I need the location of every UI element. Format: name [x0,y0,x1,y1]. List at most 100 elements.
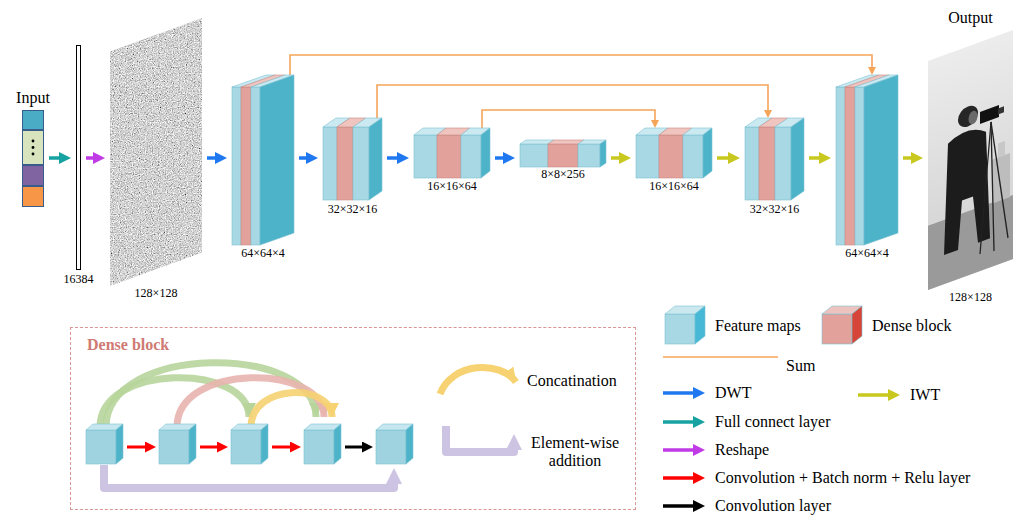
vector-bar-shape [76,45,81,270]
graphic-part [481,128,490,178]
graphic-part [836,87,845,245]
feature-map-block-shape [520,140,606,167]
graphic-part [77,46,81,270]
feature-map-block: 32×32×16 [323,118,382,200]
graphic-part [969,109,978,125]
graphic-part [241,87,251,245]
legend-swatch [440,367,516,394]
graphic-part [759,127,775,200]
legend-text: Full connect layer [715,413,831,431]
feature-map-block-shape [232,75,294,245]
graphic-part [695,306,705,344]
graphic-part [159,430,189,464]
legend-text: Concatination [527,372,617,390]
stage-label: Output [948,9,992,27]
flow-arrow [495,156,508,160]
graphic-part [231,430,261,464]
flow-arrow [611,156,624,160]
graphic-part [998,141,1005,158]
dimension-label: 8×8×256 [541,168,585,182]
graphic-part [958,103,978,130]
dimension-label: 64×64×4 [845,247,889,261]
sum-connector [290,55,872,75]
feature-map-block-shape [414,128,490,178]
feature-map-block-shape [323,118,382,200]
sum-connector [482,110,655,128]
feature-map-block: 64×64×4 [232,75,294,245]
input-vector-shape [22,110,44,207]
graphic-part [663,420,698,424]
graphic-part [304,430,334,464]
graphic-part [992,153,1010,204]
input-vector: Input [22,110,44,207]
graphic-part [104,465,394,488]
legend-swatch [663,450,698,451]
dimension-label: 16384 [64,273,94,287]
flow-arrow [49,156,64,160]
graphic-part [232,87,241,245]
dimension-label: 16×16×64 [427,180,477,194]
graphic-part [127,446,150,449]
graphic-part [32,153,35,156]
graphic-part [928,30,1013,290]
graphic-part [928,195,1013,290]
graphic-part [578,144,600,167]
graphic-part [858,393,893,397]
feature-map-block: 16×16×64 [636,128,712,178]
legend-text: IWT [910,386,940,404]
graphic-part [548,144,578,167]
feature-map-block: 64×64×4 [836,75,898,245]
dimension-label: 64×64×4 [241,247,285,261]
vector-bar: 16384 [76,45,81,270]
legend-swatch [663,393,698,394]
graphic-part [745,127,759,200]
graphic-part [998,106,1004,114]
graphic-part [23,131,44,165]
dimension-label: 32×32×16 [750,203,800,217]
dimension-label: 128×128 [135,287,178,301]
graphic-part [261,424,268,464]
legend-text: DWT [715,384,751,402]
legend-swatch [822,306,862,344]
inset-title: Dense block [87,336,169,354]
graphic-part [334,424,341,464]
graphic-part [323,127,337,200]
flow-arrow [86,156,98,160]
graphic-part [636,135,659,178]
legend-swatch [663,478,698,479]
graphic-part [23,166,44,186]
legend-swatch [858,395,893,396]
graphic-part [32,140,35,143]
sum-connector [377,85,768,118]
legend-swatch [663,357,778,358]
legend-text: Convolution + Batch norm + Relu layer [715,469,970,487]
graphic-part [337,127,353,200]
graphic-part [461,135,481,178]
graphic-part [23,187,44,207]
graphic-part [703,128,712,178]
noise-image-shape [110,18,202,286]
graphic-part [345,446,367,449]
legend-swatch [663,422,698,423]
graphic-part [446,426,514,452]
graphic-part [928,30,1013,290]
feature-map-block: 8×8×256 [520,140,606,167]
graphic-part [272,446,295,449]
legend-text: Reshape [715,441,769,459]
graphic-part [980,105,999,124]
graphic-part [189,424,196,464]
legend-text: Element-wise addition [525,434,625,471]
graphic-part [260,75,294,245]
dense-block-inset-shape [71,328,637,511]
graphic-part [600,140,606,167]
graphic-part [663,476,698,480]
graphic-part [775,127,791,200]
dimension-label: 128×128 [949,291,992,305]
graphic-part [369,118,382,200]
graphic-part [864,75,898,245]
feature-map-block-shape [836,75,898,245]
legend-text: Convolution layer [715,497,831,515]
feature-map-block-shape [745,118,804,200]
graphic-part [663,356,778,358]
